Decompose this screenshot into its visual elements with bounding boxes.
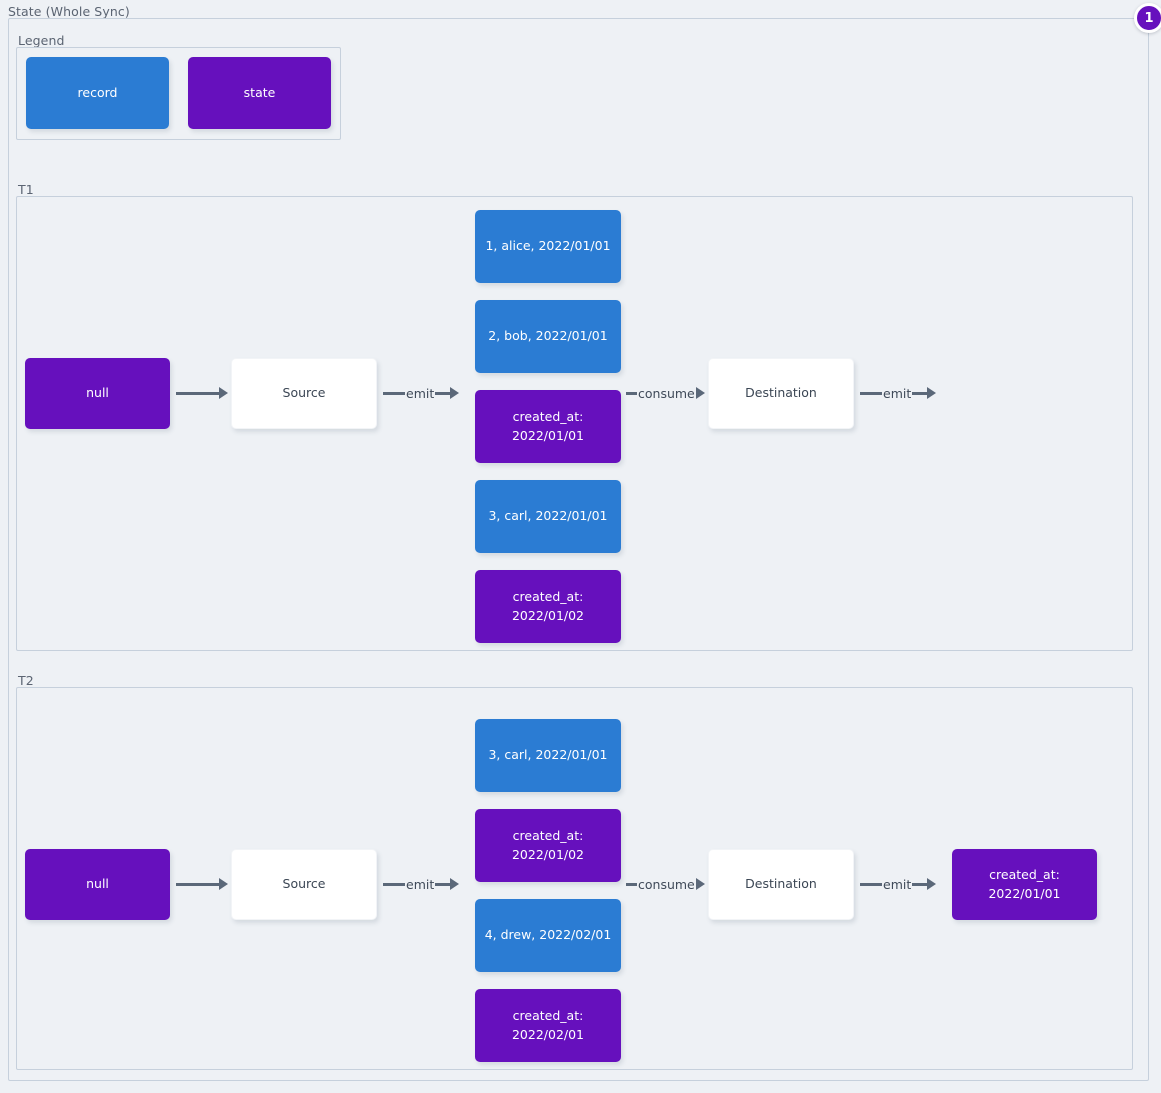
t2-edge-consume: consume [626,874,706,894]
arrow-head-icon [927,878,937,890]
edge-line [435,882,451,886]
edge-line [912,391,928,395]
t2-edge-state-to-source [176,874,228,894]
t1-edge-destination-emit: emit [860,383,948,403]
arrow-head-icon [450,878,460,890]
t1-edge-source-emit: emit [383,383,471,403]
arrow-head-icon [450,387,460,399]
group-label-t1: T1 [18,182,34,197]
outer-frame [8,18,1149,1081]
t2-edge-destination-emit: emit [860,874,948,894]
t2-emitted-item-1: created_at: 2022/01/02 [475,809,621,882]
t1-edge-source-emit-label: emit [406,385,435,401]
t1-source-node: Source [231,358,377,429]
t1-edge-consume: consume [626,383,706,403]
arrow-head-icon [219,387,228,399]
t2-final-state: created_at: 2022/01/01 [952,849,1097,920]
legend-box [16,47,341,140]
t2-edge-source-emit: emit [383,874,471,894]
diagram-title: State (Whole Sync) [8,4,130,19]
legend-label: Legend [18,33,65,48]
arrow-head-icon [927,387,937,399]
t2-emitted-item-3: created_at: 2022/02/01 [475,989,621,1062]
group-box-t1 [16,196,1133,651]
t1-emitted-item-3: 3, carl, 2022/01/01 [475,480,621,553]
group-label-t2: T2 [18,673,34,688]
t1-destination-node: Destination [708,358,854,429]
t1-emitted-item-4: created_at: 2022/01/02 [475,570,621,643]
t2-edge-source-emit-label: emit [406,876,435,892]
edge-line [860,391,882,395]
t2-edge-consume-label: consume [638,876,695,892]
arrow-head-icon [219,878,228,890]
legend-swatch-state: state [188,57,331,129]
t2-emitted-item-2: 4, drew, 2022/02/01 [475,899,621,972]
edge-line [912,882,928,886]
t1-emitted-item-2: created_at: 2022/01/01 [475,390,621,463]
t1-initial-state: null [25,358,170,429]
edge-line [626,882,637,886]
t2-initial-state: null [25,849,170,920]
t2-emitted-item-0: 3, carl, 2022/01/01 [475,719,621,792]
edge-line [176,391,219,395]
edge-line [176,882,219,886]
t2-destination-node: Destination [708,849,854,920]
edge-line [383,391,405,395]
legend-swatch-record: record [26,57,169,129]
t1-edge-consume-label: consume [638,385,695,401]
edge-line [626,391,637,395]
t1-edge-destination-emit-label: emit [883,385,912,401]
t1-edge-state-to-source [176,383,228,403]
arrow-head-icon [695,878,705,890]
edge-line [383,882,405,886]
edge-line [860,882,882,886]
t1-emitted-item-0: 1, alice, 2022/01/01 [475,210,621,283]
t2-source-node: Source [231,849,377,920]
step-badge: 1 [1134,3,1161,33]
arrow-head-icon [695,387,705,399]
t1-emitted-item-1: 2, bob, 2022/01/01 [475,300,621,373]
group-box-t2 [16,687,1133,1070]
t2-edge-destination-emit-label: emit [883,876,912,892]
edge-line [435,391,451,395]
